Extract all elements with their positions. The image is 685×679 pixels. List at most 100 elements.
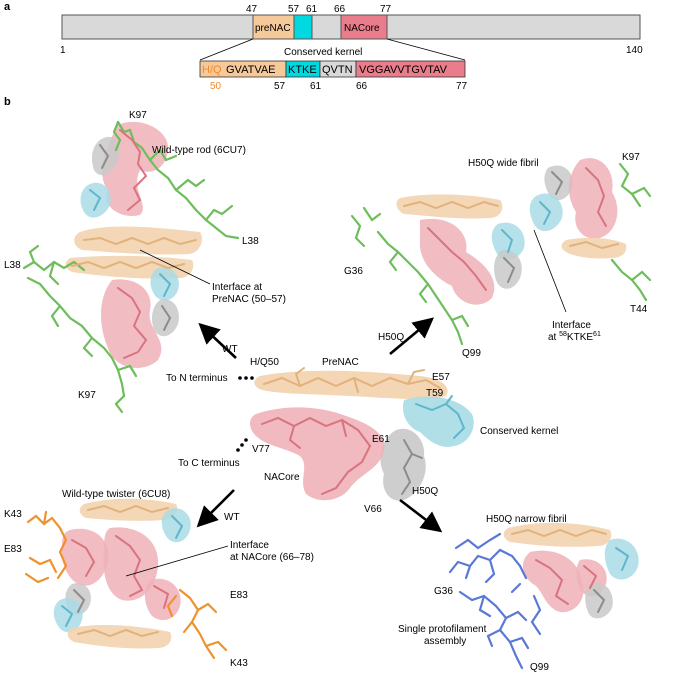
domain-nacore-label: NACore — [344, 23, 380, 34]
kernel-num-77: 77 — [456, 81, 468, 92]
domain-prenac — [252, 14, 295, 40]
twister-k43-top: K43 — [4, 509, 22, 520]
wt-rod-k97-bottom: K97 — [78, 390, 96, 401]
wide-fibril-structure — [350, 158, 652, 346]
center-to-n: To N terminus — [166, 373, 228, 384]
twister-nacore-surface-right — [144, 578, 181, 621]
tick-57: 57 — [288, 4, 300, 15]
wide-interface-line2: at 58KTKE61 — [548, 331, 601, 343]
domain-nacore — [340, 14, 388, 40]
arrow-h50q-top-label: H50Q — [378, 332, 404, 343]
expand-line-left — [199, 38, 254, 61]
wide-green-sticks — [350, 162, 652, 346]
center-t59: T59 — [426, 388, 444, 399]
arrow-h50q-bottom — [399, 498, 443, 533]
arrow-wt-top-label: WT — [222, 344, 238, 355]
center-ktke-surface — [402, 396, 474, 447]
kernel-ktke-seq: KTKE — [288, 64, 317, 76]
twister-nacore-surface-center — [103, 527, 159, 601]
twister-nacore-surface-left — [61, 528, 109, 586]
expand-line-right — [386, 38, 466, 61]
narrow-nacore-surface — [522, 550, 584, 613]
wide-core-sticks — [403, 167, 619, 291]
narrow-q99: Q99 — [530, 662, 549, 673]
center-v77: V77 — [252, 444, 270, 455]
wide-interface-pointer — [533, 229, 567, 313]
twister-e83-right: E83 — [230, 590, 248, 601]
twister-prenac-surface-bottom — [67, 625, 172, 649]
wt-rod-l38-right: L38 — [242, 236, 259, 247]
center-kernel-label: Conserved kernel — [480, 426, 558, 437]
wt-rod-l38-left: L38 — [4, 260, 21, 271]
kernel-qvtn-seq: QVTN — [322, 64, 353, 76]
kernel-num-50: 50 — [210, 81, 222, 92]
wide-interface-sup1: 58 — [559, 331, 567, 338]
wide-ktke-surface-2 — [529, 193, 563, 232]
center-kernel-structure — [250, 367, 474, 501]
rod-lower-gray-surface — [152, 299, 179, 337]
narrow-ktke-surface — [604, 538, 639, 580]
center-prenac: PreNAC — [322, 357, 359, 368]
wide-nacore-surface-1 — [419, 218, 495, 305]
arrow-wt-bottom-label: WT — [224, 512, 240, 523]
rod-lower-ktke-surface — [150, 267, 179, 301]
wide-prenac-surface-2 — [561, 237, 627, 259]
narrow-prenac-surface — [503, 522, 612, 547]
rod-green-sticks — [22, 120, 240, 414]
wide-interface-pre: at — [548, 332, 559, 343]
center-e57: E57 — [432, 372, 450, 383]
wide-ktke-surface-1 — [491, 222, 525, 260]
twister-core-sticks — [61, 504, 184, 638]
kernel-nacore-seq: VGGAVVTGVTAV — [359, 64, 448, 76]
wide-q99: Q99 — [462, 348, 481, 359]
kernel-hq: H/Q — [202, 64, 222, 76]
arrow-wt-top — [198, 322, 237, 359]
wide-interface-line1: Interface — [552, 320, 591, 331]
arrow-h50q-bottom-label: H50Q — [412, 486, 438, 497]
domain-ktke — [293, 14, 313, 40]
twister-orange-sticks — [24, 510, 228, 660]
wide-k97: K97 — [622, 152, 640, 163]
narrow-assembly-line2: assembly — [424, 636, 466, 647]
wt-rod-interface-pointer — [139, 249, 211, 285]
twister-interface-line2: at NACore (66–78) — [230, 552, 314, 563]
twister-title: Wild-type twister (6CU8) — [62, 489, 170, 500]
twister-e83-left: E83 — [4, 544, 22, 555]
arrow-wt-bottom — [196, 489, 235, 528]
twister-interface-line1: Interface — [230, 540, 269, 551]
wide-t44: T44 — [630, 304, 648, 315]
kernel-num-66: 66 — [356, 81, 368, 92]
panel-b-label: b — [4, 96, 11, 108]
kernel-title: Conserved kernel — [284, 47, 362, 58]
domain-prenac-label: preNAC — [255, 23, 291, 34]
kernel-nacore-box — [355, 60, 466, 78]
center-gray-surface — [380, 428, 426, 501]
narrow-g36: G36 — [434, 586, 453, 597]
wt-rod-structure — [22, 120, 240, 414]
rod-upper-ktke-surface — [80, 182, 111, 218]
wide-gray-surface-1 — [494, 249, 522, 289]
kernel-prenac-seq: GVATVAE — [226, 64, 276, 76]
twister-interface-pointer — [125, 545, 229, 577]
narrow-title: H50Q narrow fibril — [486, 514, 567, 525]
center-hq50: H/Q50 — [250, 357, 279, 368]
narrow-core-sticks — [511, 528, 630, 613]
kernel-num-57: 57 — [274, 81, 286, 92]
domain-bar: preNAC NACore 47 57 61 66 77 1 140 — [60, 4, 643, 56]
tick-66: 66 — [334, 4, 346, 15]
twister-structure — [24, 498, 228, 660]
to-n-dots — [238, 376, 254, 380]
wt-rod-interface-line2: PreNAC (50–57) — [212, 294, 286, 305]
center-nacore: NACore — [264, 472, 300, 483]
wide-interface-sup2: 61 — [593, 331, 601, 338]
narrow-blue-sticks — [448, 532, 542, 670]
wt-rod-k97-top: K97 — [129, 110, 147, 121]
center-prenac-surface — [254, 370, 448, 400]
twister-ktke-surface-bottom — [53, 598, 83, 633]
wide-g36: G36 — [344, 266, 363, 277]
to-c-dots — [236, 438, 248, 452]
bar-start-label: 1 — [60, 45, 66, 56]
narrow-assembly-line1: Single protofilament — [398, 624, 487, 635]
center-e61: E61 — [372, 434, 390, 445]
bar-end-label: 140 — [626, 45, 643, 56]
